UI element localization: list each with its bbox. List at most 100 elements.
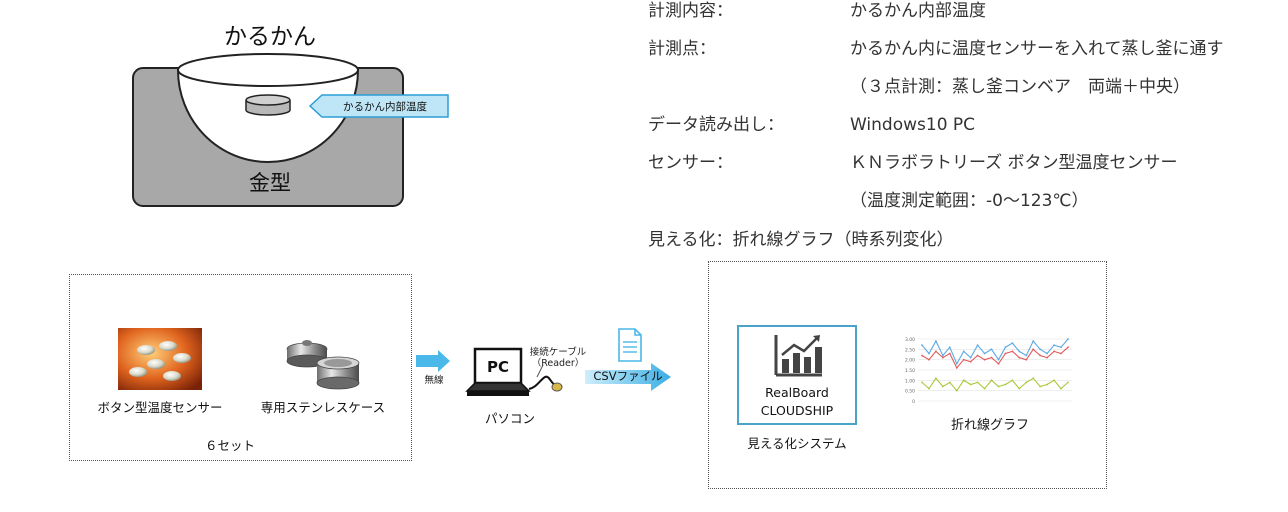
inner-temp-callout bbox=[308, 94, 449, 118]
spec-label-sensor: センサー： bbox=[648, 153, 733, 173]
cable-label: 接続ケーブル bbox=[529, 347, 587, 358]
chart-point bbox=[921, 381, 923, 384]
chart-point bbox=[990, 379, 993, 382]
spec-value-sensor: ＫＮラボラトリーズ ボタン型温度センサー bbox=[850, 153, 1178, 173]
chart-point bbox=[1025, 381, 1028, 384]
reader-device bbox=[551, 382, 563, 392]
chart-point bbox=[997, 362, 1000, 365]
chart-point bbox=[997, 358, 1000, 361]
wireless-label: 無線 bbox=[424, 375, 444, 386]
chart-point bbox=[955, 389, 958, 392]
spec-value-sensor-range: （温度測定範囲：-0～123℃） bbox=[850, 191, 1089, 211]
chart-point bbox=[1032, 340, 1035, 342]
chart-point bbox=[1004, 346, 1007, 349]
chart-point bbox=[983, 352, 986, 355]
chart-y-tick-label: 3.00 bbox=[905, 337, 915, 343]
spec-value-measure-content: かるかん内部温度 bbox=[850, 1, 986, 21]
chart-point bbox=[928, 387, 930, 390]
chart-point bbox=[1018, 350, 1021, 353]
chart-point bbox=[969, 383, 972, 386]
chart-point bbox=[921, 344, 923, 347]
chart-point bbox=[948, 352, 951, 355]
chart-point bbox=[1011, 379, 1014, 382]
visualization-system-box bbox=[708, 261, 1107, 489]
karukan-mold-diagram: かるかん内部温度 かるかん 金型 bbox=[132, 24, 449, 207]
karukan-top bbox=[177, 53, 359, 87]
chart-point bbox=[1018, 356, 1021, 359]
chart-point bbox=[962, 350, 965, 353]
stainless-case-photo bbox=[283, 333, 363, 393]
button-sensor-photo bbox=[118, 328, 202, 390]
chart-point bbox=[1039, 348, 1042, 351]
stainless-case-label: 専用ステンレスケース bbox=[260, 400, 386, 415]
spec-value-data-readout: Windows10 PC bbox=[850, 115, 976, 135]
chart-point bbox=[1004, 383, 1007, 386]
chart-point bbox=[1060, 352, 1062, 355]
chart-point bbox=[948, 346, 951, 349]
chart-point bbox=[942, 354, 944, 357]
spec-label-measure-point: 計測点： bbox=[648, 39, 716, 59]
chart-series-line-2 bbox=[921, 346, 1069, 369]
chart-point bbox=[1067, 381, 1069, 384]
sets-label: ６セット bbox=[204, 438, 255, 453]
chart-point bbox=[1053, 379, 1055, 382]
chart-point bbox=[935, 350, 937, 353]
laptop-pc-icon: PC bbox=[465, 347, 563, 396]
chart-point bbox=[983, 387, 986, 390]
chart-point bbox=[948, 381, 951, 384]
chart-point bbox=[1067, 338, 1069, 340]
chart-point bbox=[955, 367, 958, 369]
chart-point bbox=[1039, 385, 1042, 388]
pc-screen-label: PC bbox=[487, 358, 509, 376]
chart-point bbox=[1025, 354, 1028, 357]
spec-value-measure-point: かるかん内に温度センサーを入れて蒸し釜に通す bbox=[850, 39, 1224, 59]
chart-point bbox=[1032, 377, 1035, 380]
chart-point bbox=[1046, 352, 1048, 355]
chart-point bbox=[976, 354, 979, 357]
chart-y-tick-label: 2.50 bbox=[905, 347, 915, 353]
inner-temp-callout-text: かるかん内部温度 bbox=[343, 100, 427, 113]
document-icon bbox=[618, 328, 642, 362]
chart-point bbox=[1011, 350, 1014, 353]
chart-series-line-3 bbox=[921, 377, 1069, 392]
chart-point bbox=[942, 356, 944, 359]
reader-label: （Reader） bbox=[531, 358, 585, 369]
chart-point bbox=[990, 348, 993, 351]
chart-y-tick-label: 1.00 bbox=[905, 378, 915, 384]
pc-label: パソコン bbox=[484, 411, 535, 426]
chart-y-tick-label: 2.00 bbox=[905, 358, 915, 364]
csv-arrow bbox=[585, 363, 671, 391]
wireless-arrow bbox=[416, 350, 450, 372]
chart-point bbox=[1046, 356, 1048, 359]
visualization-line: 見える化：折れ線グラフ（時系列変化） bbox=[648, 230, 954, 250]
app-name-cloudship: CLOUDSHIP bbox=[760, 403, 834, 418]
spec-label-data-readout: データ読み出し： bbox=[648, 115, 784, 135]
chart-point bbox=[1004, 352, 1007, 355]
sensor-in-karukan bbox=[245, 94, 291, 106]
chart-point bbox=[1025, 358, 1028, 361]
karukan-label: かるかん bbox=[224, 24, 316, 50]
csv-label: CSVファイル bbox=[593, 369, 663, 383]
chart-series-line-1 bbox=[921, 338, 1069, 366]
chart-y-tick-label: 0 bbox=[912, 399, 915, 405]
line-graph-thumbnail: 3.002.502.001.501.000.500 bbox=[905, 337, 1072, 405]
chart-point bbox=[1060, 387, 1062, 390]
chart-point bbox=[962, 358, 965, 361]
chart-point bbox=[1060, 346, 1062, 349]
chart-point bbox=[928, 358, 930, 361]
line-graph-label: 折れ線グラフ bbox=[950, 418, 1029, 433]
chart-point bbox=[1053, 350, 1055, 353]
chart-point bbox=[990, 356, 993, 359]
chart-point bbox=[942, 385, 944, 388]
chart-y-tick-label: 0.50 bbox=[905, 389, 915, 395]
sensor-set-box bbox=[69, 274, 412, 461]
chart-point bbox=[969, 356, 972, 359]
chart-point bbox=[1053, 344, 1055, 347]
chart-point bbox=[1032, 348, 1035, 351]
mold-label: 金型 bbox=[249, 171, 291, 195]
chart-point bbox=[955, 362, 958, 365]
chart-point bbox=[935, 377, 937, 380]
chart-point bbox=[983, 358, 986, 361]
chart-point bbox=[921, 354, 923, 357]
app-name-realboard: RealBoard bbox=[765, 385, 829, 400]
